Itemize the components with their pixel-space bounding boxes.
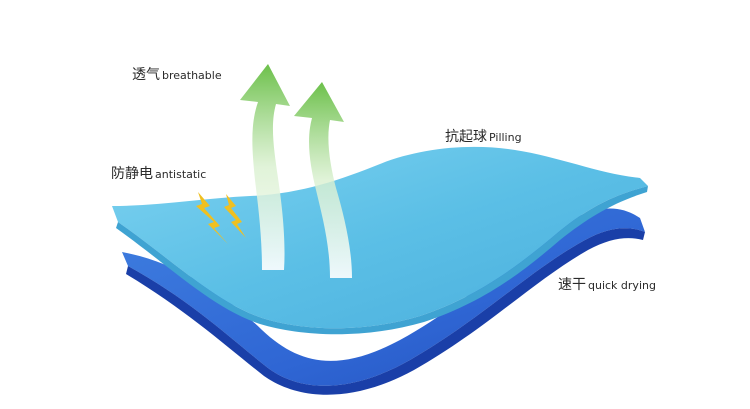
label-pilling-zh: 抗起球: [445, 129, 487, 145]
lightning-icon: [196, 192, 228, 244]
breathable-arrow-icon: [240, 64, 290, 270]
bottom-fabric-layer: [122, 208, 645, 395]
label-breathable-zh: 透气: [132, 67, 160, 83]
label-quick-drying-zh: 速干: [558, 277, 586, 293]
label-quick-drying-en: quick drying: [588, 279, 656, 292]
label-antistatic-en: antistatic: [155, 168, 207, 181]
lightning-icon: [224, 194, 246, 238]
breathable-arrow-icon: [294, 82, 352, 278]
label-breathable-en: breathable: [162, 69, 222, 82]
top-fabric-layer: [112, 146, 648, 335]
label-pilling-en: Pilling: [489, 131, 522, 144]
label-antistatic-zh: 防静电: [111, 166, 153, 182]
